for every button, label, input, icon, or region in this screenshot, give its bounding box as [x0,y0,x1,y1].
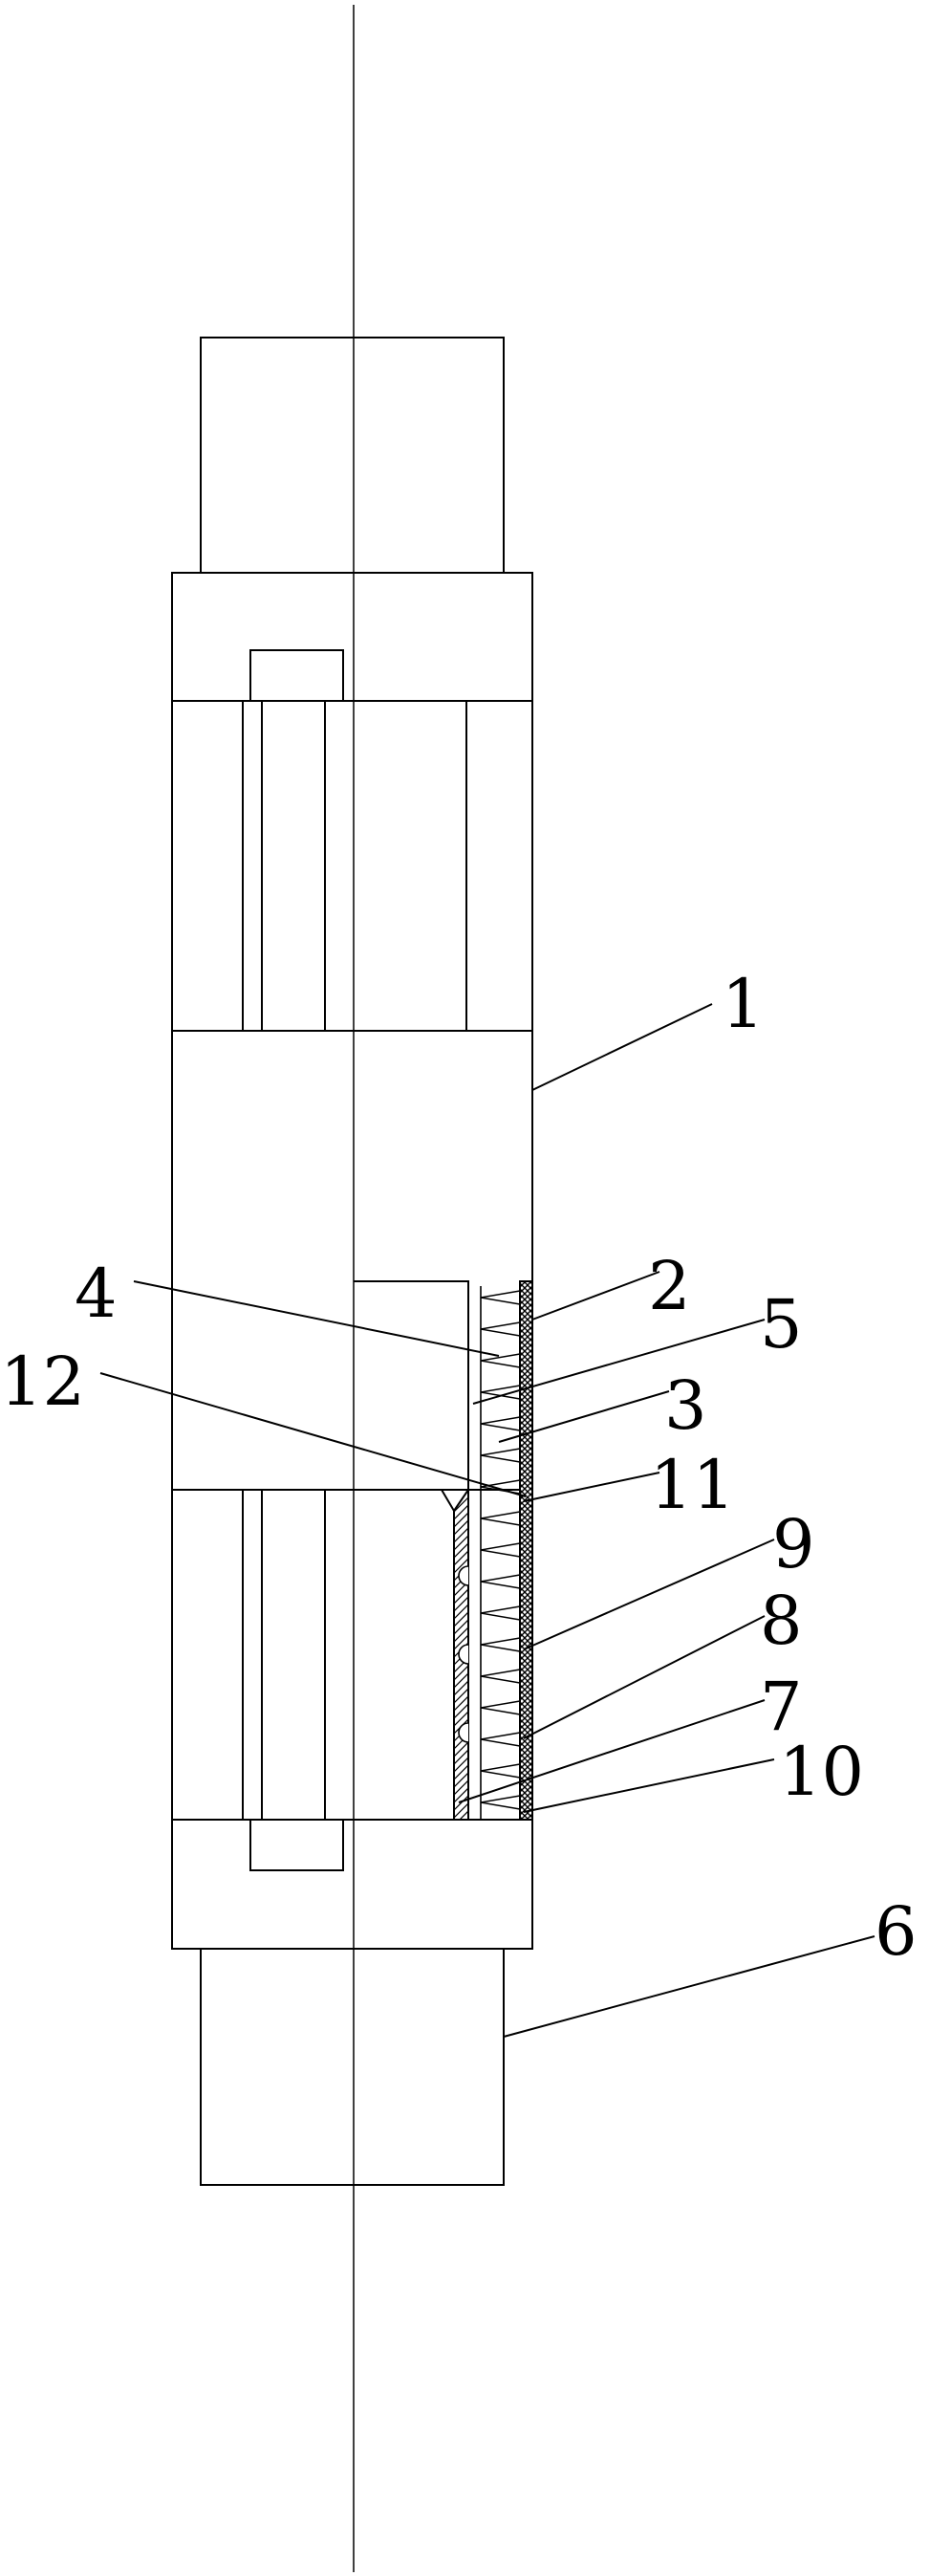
sawtooth-element [480,1637,521,1652]
part-label-2: 2 [648,1247,691,1325]
sawtooth-element [480,1479,521,1495]
section-cutaway-outline [354,1280,469,1821]
leader-line-11 [523,1472,660,1502]
sawtooth-element [480,1795,521,1810]
part-label-4: 4 [75,1255,118,1333]
lower-body-section [171,1489,533,1821]
bottom-key [249,1819,344,1871]
leader-line-5 [472,1319,766,1405]
leader-line-3 [498,1390,670,1443]
leader-line-7 [458,1699,766,1803]
sawtooth-element [480,1448,521,1463]
sawtooth-element [480,1321,521,1337]
sawtooth-element [480,1732,521,1747]
leader-line-2 [531,1271,660,1321]
bottom-cap-block [171,1819,533,1950]
sawtooth-element [480,1574,521,1589]
sawtooth-element [480,1290,521,1305]
part-label-10: 10 [779,1733,865,1811]
top-key [249,649,344,702]
top-shaft [200,337,505,574]
leader-line-6 [503,1935,875,2038]
sawtooth-element [480,1605,521,1621]
leader-line-1 [531,1003,713,1091]
upper-body-section [171,700,533,1032]
part-label-5: 5 [760,1285,803,1364]
leader-line-10 [523,1758,775,1813]
part-label-7: 7 [760,1668,803,1746]
leader-line-12 [99,1372,527,1497]
leader-line-8 [523,1615,766,1739]
part-label-12: 12 [0,1343,86,1421]
part-label-11: 11 [650,1446,736,1524]
sawtooth-element [480,1511,521,1526]
sleeve-bump [458,1644,469,1665]
sawtooth-element [480,1669,521,1684]
sawtooth-element [480,1416,521,1431]
part-label-1: 1 [722,965,765,1043]
sawtooth-element [480,1763,521,1779]
sawtooth-elements [480,1290,521,1810]
part-label-6: 6 [875,1892,918,1971]
sawtooth-element [480,1700,521,1715]
part-label-8: 8 [760,1582,803,1660]
middle-body-section [171,1030,533,1491]
sleeve-bump [458,1565,469,1586]
outer-hatched-wall [519,1280,533,1821]
sawtooth-element [480,1542,521,1558]
sleeve-bump [458,1722,469,1743]
sawtooth-element [480,1353,521,1368]
top-cap-block [171,572,533,702]
part-label-9: 9 [772,1505,815,1583]
leader-line-4 [133,1280,500,1357]
leader-line-9 [523,1539,775,1650]
part-label-3: 3 [664,1366,707,1445]
sawtooth-element [480,1385,521,1400]
bottom-shaft [200,1948,505,2186]
sleeve-bumps [458,1565,469,1743]
